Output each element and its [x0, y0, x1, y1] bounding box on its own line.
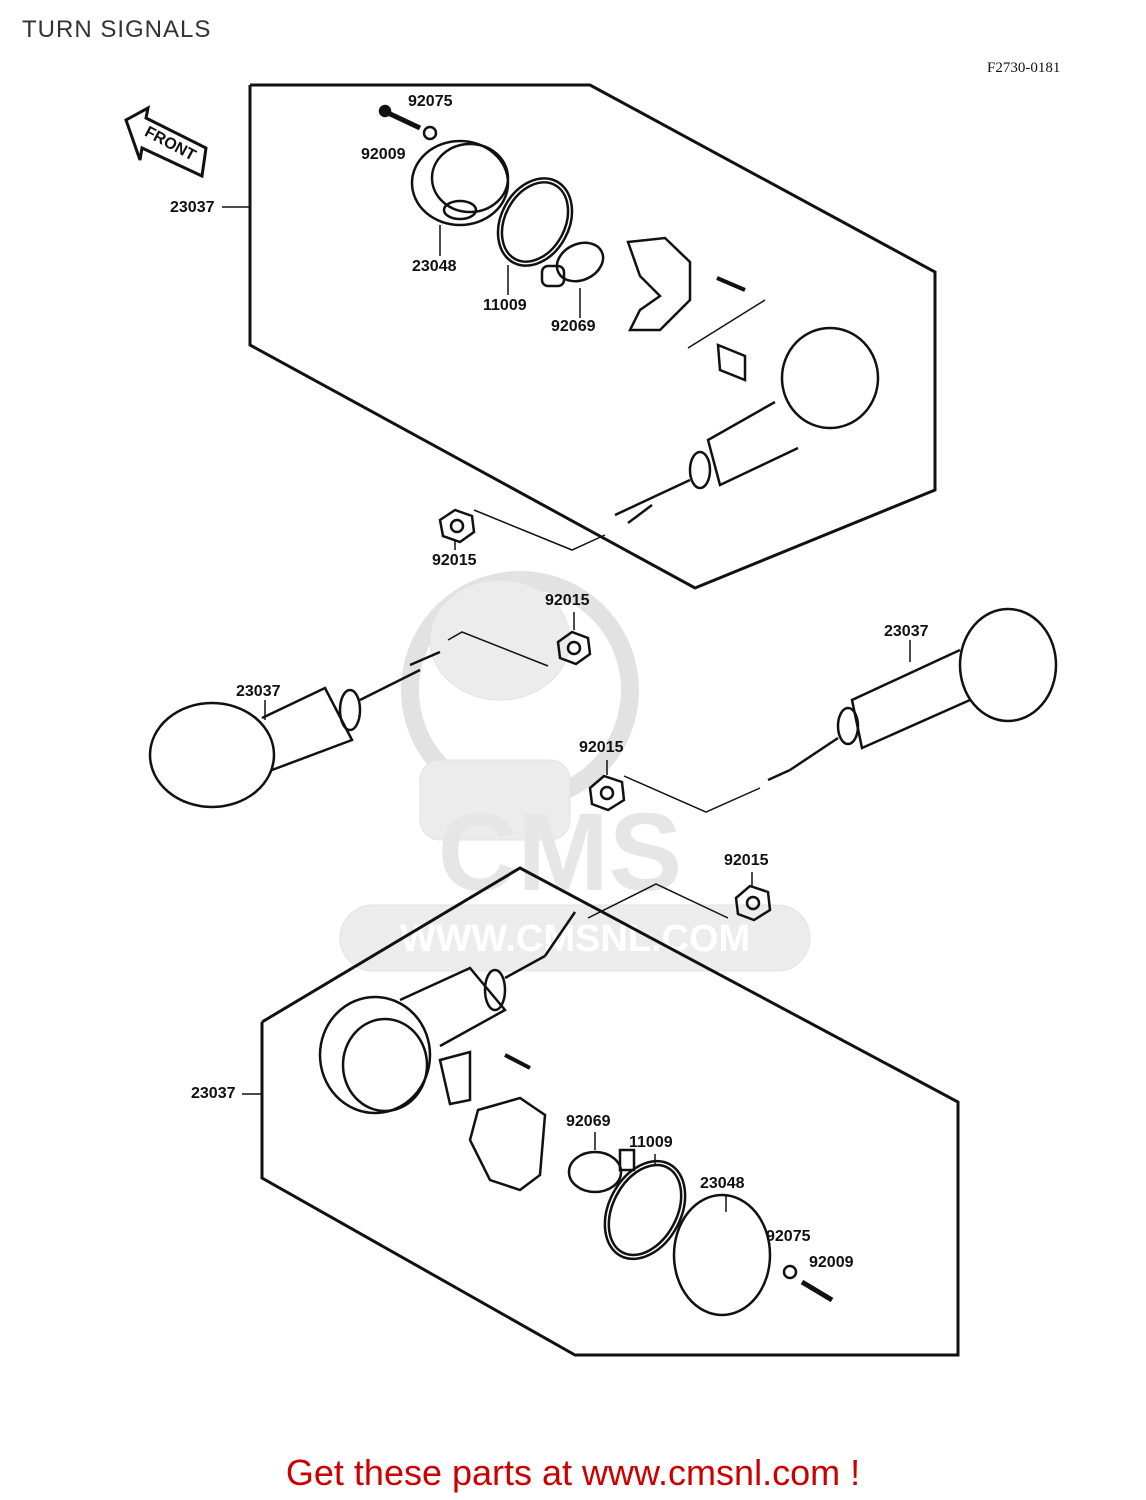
figure-code: F2730-0181 — [987, 60, 1061, 76]
callout-23037-mid-right: 23037 — [884, 623, 929, 640]
callout-92075-bottom: 92075 — [766, 1228, 811, 1245]
nuts — [438, 508, 772, 922]
callout-23048-bottom: 23048 — [700, 1175, 745, 1192]
top-parts — [378, 104, 880, 524]
callout-92015-nut-2: 92015 — [545, 592, 590, 609]
mid-left-signal — [148, 650, 441, 809]
bottom-parts — [318, 911, 834, 1317]
bottom-assembly-box — [260, 866, 960, 1357]
callout-11009-bottom: 11009 — [629, 1134, 673, 1151]
callout-leaders — [222, 206, 911, 1212]
callout-92015-nut-4: 92015 — [724, 852, 769, 869]
callout-92069-top: 92069 — [551, 318, 596, 335]
callout-23037-mid-left: 23037 — [236, 683, 281, 700]
callout-11009-top: 11009 — [483, 297, 527, 314]
callout-92075-top: 92075 — [408, 93, 453, 110]
callout-92015-nut-1: 92015 — [432, 552, 477, 569]
callout-23037-top: 23037 — [170, 199, 215, 216]
top-assembly-box — [248, 83, 937, 590]
callout-23048-top: 23048 — [412, 258, 457, 275]
cms-watermark: CMS WWW.CMSNL.COM — [339, 571, 811, 972]
promo-footer[interactable]: Get these parts at www.cmsnl.com ! — [0, 1452, 1146, 1494]
front-arrow-icon: FRONT — [124, 105, 208, 179]
callout-92015-nut-3: 92015 — [579, 739, 624, 756]
page-title: TURN SIGNALS — [22, 16, 212, 43]
promo-link[interactable]: Get these parts at www.cmsnl.com ! — [285, 1452, 861, 1493]
svg-text:WWW.CMSNL.COM: WWW.CMSNL.COM — [400, 918, 750, 960]
callout-92069-bottom: 92069 — [566, 1113, 611, 1130]
callout-92009-top: 92009 — [361, 146, 406, 163]
mid-right-signal — [767, 607, 1058, 782]
callout-23037-bottom: 23037 — [191, 1085, 236, 1102]
callout-92009-bottom: 92009 — [809, 1254, 854, 1271]
